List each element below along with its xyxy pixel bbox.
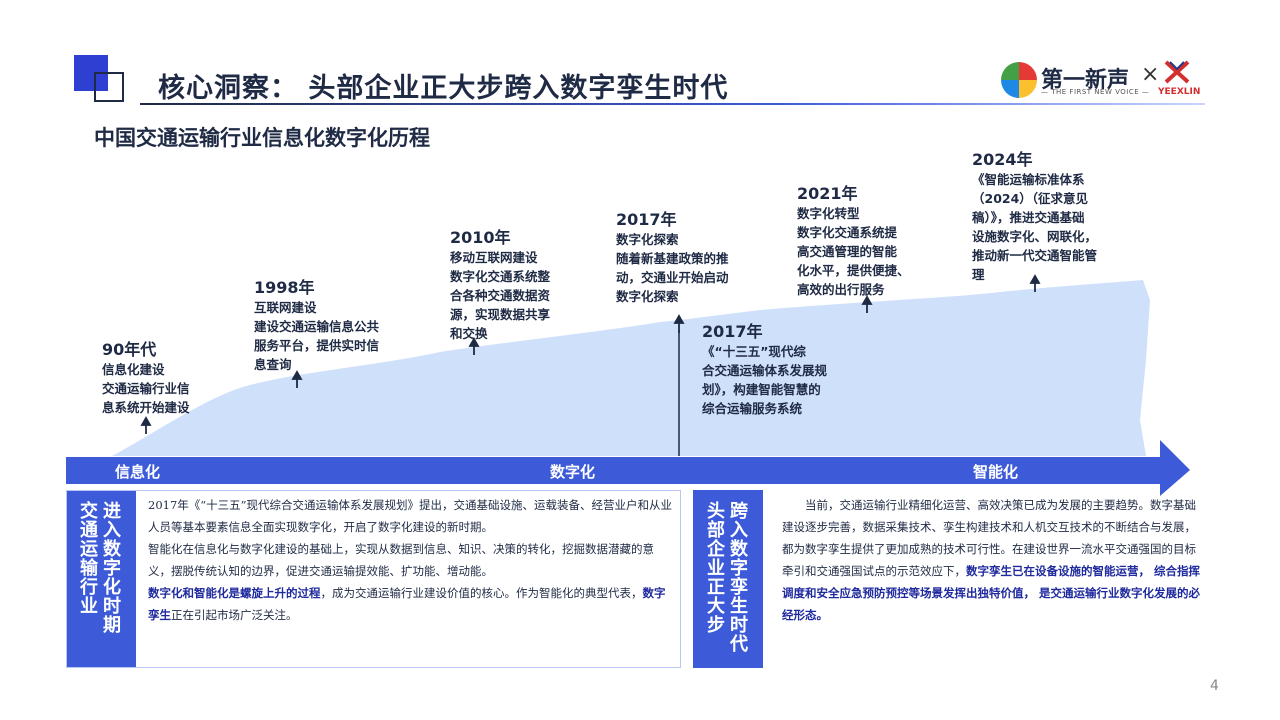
arrow-up-icon bbox=[673, 314, 685, 333]
body-text: 当前，交通运输行业精细化运营、高效决策已成为发展的主要趋势。数字基础建设逐步完善… bbox=[782, 498, 1196, 578]
partner-brand: YEEXLIN bbox=[1158, 87, 1201, 97]
left-panel-box bbox=[66, 490, 681, 668]
milestone-year: 2021年 bbox=[797, 184, 858, 203]
milestone-text: 数字化探索 随着新基建政策的推 动，交通业开始启动 数字化探索 bbox=[616, 232, 729, 304]
right-para: 当前，交通运输行业精细化运营、高效决策已成为发展的主要趋势。数字基础建设逐步完善… bbox=[782, 494, 1202, 626]
header-underline bbox=[140, 103, 1205, 105]
right-panel-text: 当前，交通运输行业精细化运营、高效决策已成为发展的主要趋势。数字基础建设逐步完善… bbox=[782, 494, 1202, 626]
milestone-year: 90年代 bbox=[102, 340, 157, 359]
milestone-year: 2017年 bbox=[616, 210, 677, 229]
milestone-year: 1998年 bbox=[254, 278, 315, 297]
milestone-2010: 2010年 移动互联网建设 数字化交通系统整 合各种交通数据资 源，实现数据共享… bbox=[450, 224, 550, 343]
left-para-2: 智能化在信息化与数字化建设的基础上，实现从数据到信息、知识、决策的转化，挖掘数据… bbox=[148, 542, 654, 578]
label-column-2: 跨入数字孪生时代 bbox=[730, 501, 748, 655]
milestone-text: 移动互联网建设 数字化交通系统整 合各种交通数据资 源，实现数据共享 和交换 bbox=[450, 250, 551, 341]
arrow-up-icon bbox=[1029, 274, 1041, 292]
partner-logo-icon bbox=[1164, 60, 1190, 84]
arrow-up-icon bbox=[140, 416, 152, 434]
growth-area bbox=[112, 280, 1150, 456]
phase-informatization: 信息化 bbox=[115, 463, 161, 481]
milestone-year: 2010年 bbox=[450, 228, 511, 247]
phase-intelligentization: 智能化 bbox=[973, 463, 1019, 481]
phase-arrow bbox=[66, 440, 1190, 496]
milestone-text: 信息化建设 交通运输行业信 息系统开始建设 bbox=[102, 362, 190, 415]
milestone-year: 2017年 bbox=[702, 322, 763, 341]
milestone-2021: 2021年 数字化转型 数字化交通系统提 高交通管理的智能 化水平，提供便捷、 … bbox=[797, 180, 910, 299]
label-column-2: 进入数字化时期 bbox=[103, 501, 121, 636]
milestone-2017-plan: 2017年 《“十三五”现代综 合交通运输体系发展规 划》，构建智能智慧的 综合… bbox=[702, 318, 827, 418]
milestone-text: 互联网建设 建设交通运输信息公共 服务平台，提供实时信 息查询 bbox=[254, 300, 380, 372]
arrow-up-icon bbox=[861, 295, 873, 313]
brand-tagline: — THE FIRST NEW VOICE — bbox=[1041, 88, 1150, 96]
page-number: 4 bbox=[1210, 678, 1219, 694]
phase-digitalization: 数字化 bbox=[550, 463, 596, 481]
milestone-text: 《“十三五”现代综 合交通运输体系发展规 划》，构建智能智慧的 综合运输服务系统 bbox=[702, 344, 828, 416]
body-text: 正在引起市场广泛关注。 bbox=[171, 608, 298, 622]
label-column-1: 交通运输行业 bbox=[80, 501, 98, 617]
collab-x: × bbox=[1141, 62, 1160, 87]
milestone-90s: 90年代 信息化建设 交通运输行业信 息系统开始建设 bbox=[102, 336, 190, 417]
timeline-title: 中国交通运输行业信息化数字化历程 bbox=[94, 126, 430, 150]
milestone-text: 《智能运输标准体系 （2024）（征求意见 稿）》，推进交通基础 设施数字化、网… bbox=[972, 172, 1098, 282]
left-para-3: 数字化和智能化是螺旋上升的过程，成为交通运输行业建设价值的核心。作为智能化的典型… bbox=[148, 582, 673, 626]
milestone-year: 2024年 bbox=[972, 150, 1033, 169]
label-column-1: 头部企业正大步 bbox=[707, 501, 725, 636]
highlight-text: 数字孪生已在设备设施的智能运营， 综合指挥调度和安全应急预防预控等场景发挥出独特… bbox=[782, 564, 1201, 622]
brand-logo-icon bbox=[1001, 62, 1037, 98]
right-panel-label: 头部企业正大步 跨入数字孪生时代 bbox=[693, 490, 763, 668]
left-panel-text: 2017年《“十三五”现代综合交通运输体系发展规划》提出，交通基础设施、运载装备… bbox=[148, 494, 673, 626]
milestone-2024: 2024年 《智能运输标准体系 （2024）（征求意见 稿）》，推进交通基础 设… bbox=[972, 146, 1097, 284]
body-text: ，成为交通运输行业建设价值的核心。作为智能化的典型代表， bbox=[320, 586, 643, 600]
left-panel-label: 交通运输行业 进入数字化时期 bbox=[66, 490, 136, 668]
brand-name: 第一新声 bbox=[1041, 68, 1130, 93]
header-accent-outline bbox=[94, 72, 124, 102]
page-title: 核心洞察： 头部企业正大步跨入数字孪生时代 bbox=[158, 73, 729, 104]
timeline-area-chart bbox=[66, 274, 1190, 496]
milestone-1998: 1998年 互联网建设 建设交通运输信息公共 服务平台，提供实时信 息查询 bbox=[254, 274, 379, 374]
milestone-2017-explore: 2017年 数字化探索 随着新基建政策的推 动，交通业开始启动 数字化探索 bbox=[616, 206, 729, 306]
highlight-text: 数字化和智能化是螺旋上升的过程 bbox=[148, 586, 321, 600]
highlight-text: 数字孪生 bbox=[148, 586, 666, 622]
milestone-text: 数字化转型 数字化交通系统提 高交通管理的智能 化水平，提供便捷、 高效的出行服… bbox=[797, 206, 910, 297]
arrow-up-icon bbox=[291, 370, 303, 388]
arrow-up-icon bbox=[468, 337, 480, 355]
left-para-1: 2017年《“十三五”现代综合交通运输体系发展规划》提出，交通基础设施、运载装备… bbox=[148, 498, 673, 534]
